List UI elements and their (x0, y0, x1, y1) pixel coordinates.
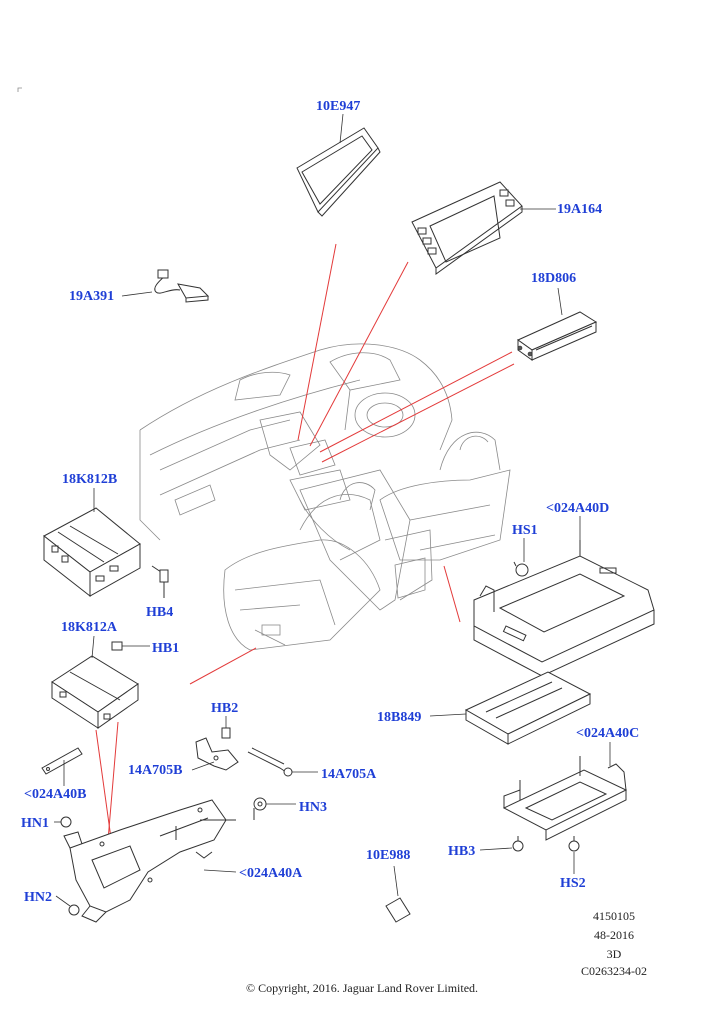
callout-18K812A[interactable]: 18K812A (61, 620, 117, 635)
callout-024A40D[interactable]: <024A40D (546, 501, 610, 516)
callout-19A164[interactable]: 19A164 (557, 202, 603, 217)
bolt-HB3[interactable] (479, 836, 524, 852)
module-18D806[interactable] (517, 287, 598, 361)
nut-HN1[interactable] (54, 816, 72, 828)
callout-HS2[interactable]: HS2 (560, 876, 586, 891)
module-18K812A[interactable] (51, 635, 139, 729)
callout-HS1[interactable]: HS1 (512, 523, 538, 538)
strap-14A705A[interactable] (247, 747, 318, 777)
bracket-024A40D[interactable] (473, 516, 655, 677)
callout-18K812B[interactable]: 18K812B (62, 472, 118, 487)
copyright-notice: © Copyright, 2016. Jaguar Land Rover Lim… (245, 981, 479, 995)
callout-HN1[interactable]: HN1 (21, 816, 49, 831)
callout-14A705A[interactable]: 14A705A (321, 767, 377, 782)
bracket-024A40C[interactable] (502, 742, 628, 841)
bracket-024A40A[interactable] (63, 799, 237, 923)
display-screen-10E947[interactable] (296, 113, 381, 217)
screw-HS2[interactable] (568, 836, 580, 874)
callout-14A705B[interactable]: 14A705B (128, 763, 183, 778)
strap-024A40B[interactable] (41, 747, 83, 786)
callout-024A40B[interactable]: <024A40B (24, 787, 87, 802)
callout-18B849[interactable]: 18B849 (377, 710, 422, 725)
callout-10E947[interactable]: 10E947 (316, 99, 361, 114)
callout-HB2[interactable]: HB2 (211, 701, 239, 716)
vehicle-interior-outline (139, 343, 511, 651)
plate-18B849[interactable] (429, 671, 592, 745)
reference-illustration-id: C0263234-02 (581, 964, 647, 978)
bracket-14A705B[interactable] (191, 737, 239, 771)
module-18K812B[interactable] (43, 488, 141, 598)
callout-024A40A[interactable]: <024A40A (239, 866, 303, 881)
callout-024A40C[interactable]: <024A40C (576, 726, 640, 741)
harness-19A391[interactable] (121, 269, 210, 303)
callout-18D806[interactable]: 18D806 (531, 271, 577, 286)
bolt-HB1[interactable] (111, 641, 150, 651)
nut-HN2[interactable] (55, 895, 80, 916)
callout-HB4[interactable]: HB4 (146, 605, 174, 620)
callout-HN2[interactable]: HN2 (24, 890, 52, 905)
control-panel-19A164[interactable] (411, 181, 556, 275)
reference-number: 4150105 (593, 909, 635, 923)
callout-HN3[interactable]: HN3 (299, 800, 327, 815)
callout-19A391[interactable]: 19A391 (69, 289, 115, 304)
reference-date: 48-2016 (594, 928, 634, 942)
reference-view: 3D (606, 947, 622, 961)
callout-HB1[interactable]: HB1 (152, 641, 180, 656)
bolt-HB2[interactable] (221, 716, 231, 739)
nut-HN3[interactable] (253, 797, 296, 820)
screw-HS1[interactable] (513, 538, 529, 577)
corner-mark (17, 87, 22, 92)
pad-10E988[interactable] (385, 865, 411, 923)
callout-10E988[interactable]: 10E988 (366, 848, 411, 863)
callout-HB3[interactable]: HB3 (448, 844, 476, 859)
bolt-HB4[interactable] (151, 565, 169, 598)
